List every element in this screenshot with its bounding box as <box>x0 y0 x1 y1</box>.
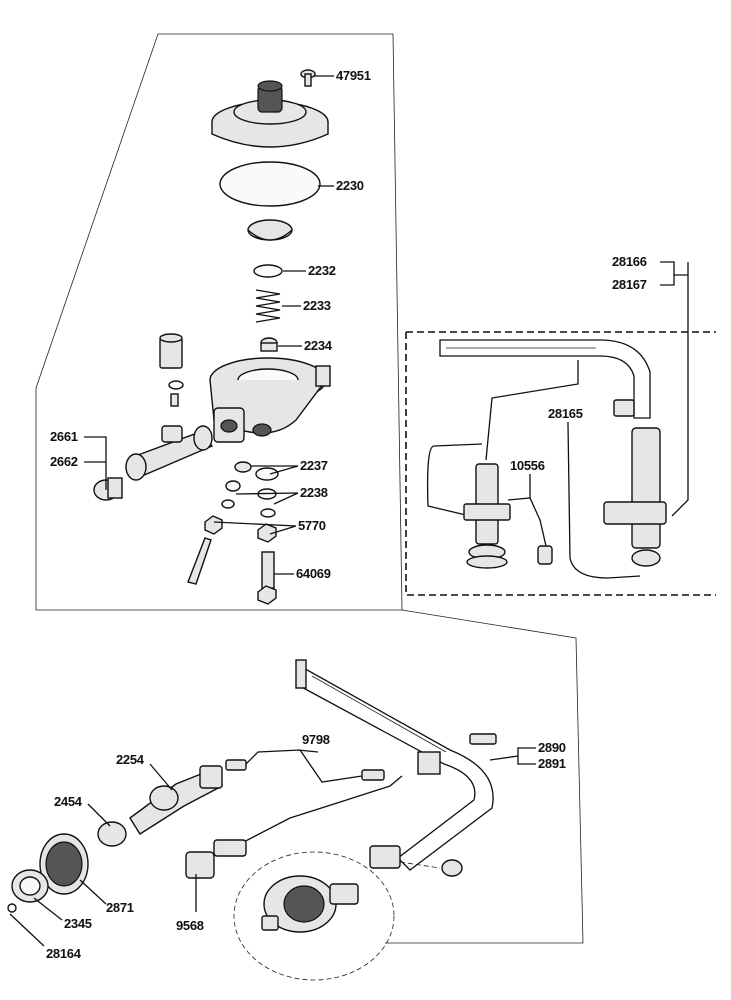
label-9798: 9798 <box>302 732 330 747</box>
label-9568: 9568 <box>176 918 204 933</box>
burner-assembly-frame <box>385 609 584 944</box>
knob-bezel <box>11 869 49 903</box>
regulator-cover-screw <box>300 69 316 87</box>
flare-nut <box>159 333 184 407</box>
control-valve <box>129 765 223 835</box>
regulator-inset-circle <box>233 851 395 981</box>
burner-tube <box>295 659 494 871</box>
gas-valve <box>603 399 667 567</box>
label-2871: 2871 <box>106 900 134 915</box>
leader-lines <box>9 75 688 947</box>
inlet-fitting <box>125 425 214 481</box>
hex-nuts <box>204 515 277 543</box>
label-2662: 2662 <box>50 454 78 469</box>
regulator-detail-frame <box>35 33 403 611</box>
label-2454: 2454 <box>54 794 83 809</box>
label-2232: 2232 <box>308 263 336 278</box>
pilot-tubing <box>426 262 689 579</box>
label-2890: 2890 <box>538 740 566 755</box>
label-2891: 2891 <box>538 756 566 771</box>
label-2238: 2238 <box>300 485 328 500</box>
retaining-ring <box>7 903 17 913</box>
part-labels: 47951 2230 2232 2233 2234 2661 2662 2237… <box>46 68 647 961</box>
regulator-body <box>209 357 331 443</box>
plug-fitting <box>93 477 123 501</box>
regulator-spring <box>255 289 281 323</box>
label-28165: 28165 <box>548 406 583 421</box>
label-2345: 2345 <box>64 916 92 931</box>
orifice-pin <box>187 537 212 585</box>
thermocouple-lead <box>507 497 553 565</box>
regulator-diaphragm <box>219 161 321 207</box>
knob-nut <box>97 821 127 847</box>
label-2661: 2661 <box>50 429 78 444</box>
burner-connector <box>369 845 463 877</box>
o-ring <box>253 264 283 278</box>
regulator-cover <box>211 80 329 148</box>
inset-regulator <box>261 875 359 933</box>
label-2233: 2233 <box>303 298 331 313</box>
label-2234: 2234 <box>304 338 333 353</box>
label-47951: 47951 <box>336 68 371 83</box>
pilot-valve <box>463 463 511 569</box>
label-28167: 28167 <box>612 277 647 292</box>
pilot-gas-line <box>225 749 385 783</box>
valve-seat <box>260 337 278 352</box>
control-knob <box>39 833 89 895</box>
label-28164: 28164 <box>46 946 82 961</box>
thermocouple <box>185 775 403 879</box>
label-2230: 2230 <box>336 178 364 193</box>
label-2254: 2254 <box>116 752 145 767</box>
pilot-burner-tube <box>439 339 651 419</box>
bolt <box>257 551 277 605</box>
pilot-assembly-frame <box>405 331 716 596</box>
washers <box>221 461 279 518</box>
label-64069: 64069 <box>296 566 331 581</box>
label-2237: 2237 <box>300 458 328 473</box>
label-10556: 10556 <box>510 458 545 473</box>
diaphragm-plate <box>247 219 293 241</box>
label-5770: 5770 <box>298 518 326 533</box>
pilot-orifice <box>469 733 497 745</box>
label-28166: 28166 <box>612 254 647 269</box>
